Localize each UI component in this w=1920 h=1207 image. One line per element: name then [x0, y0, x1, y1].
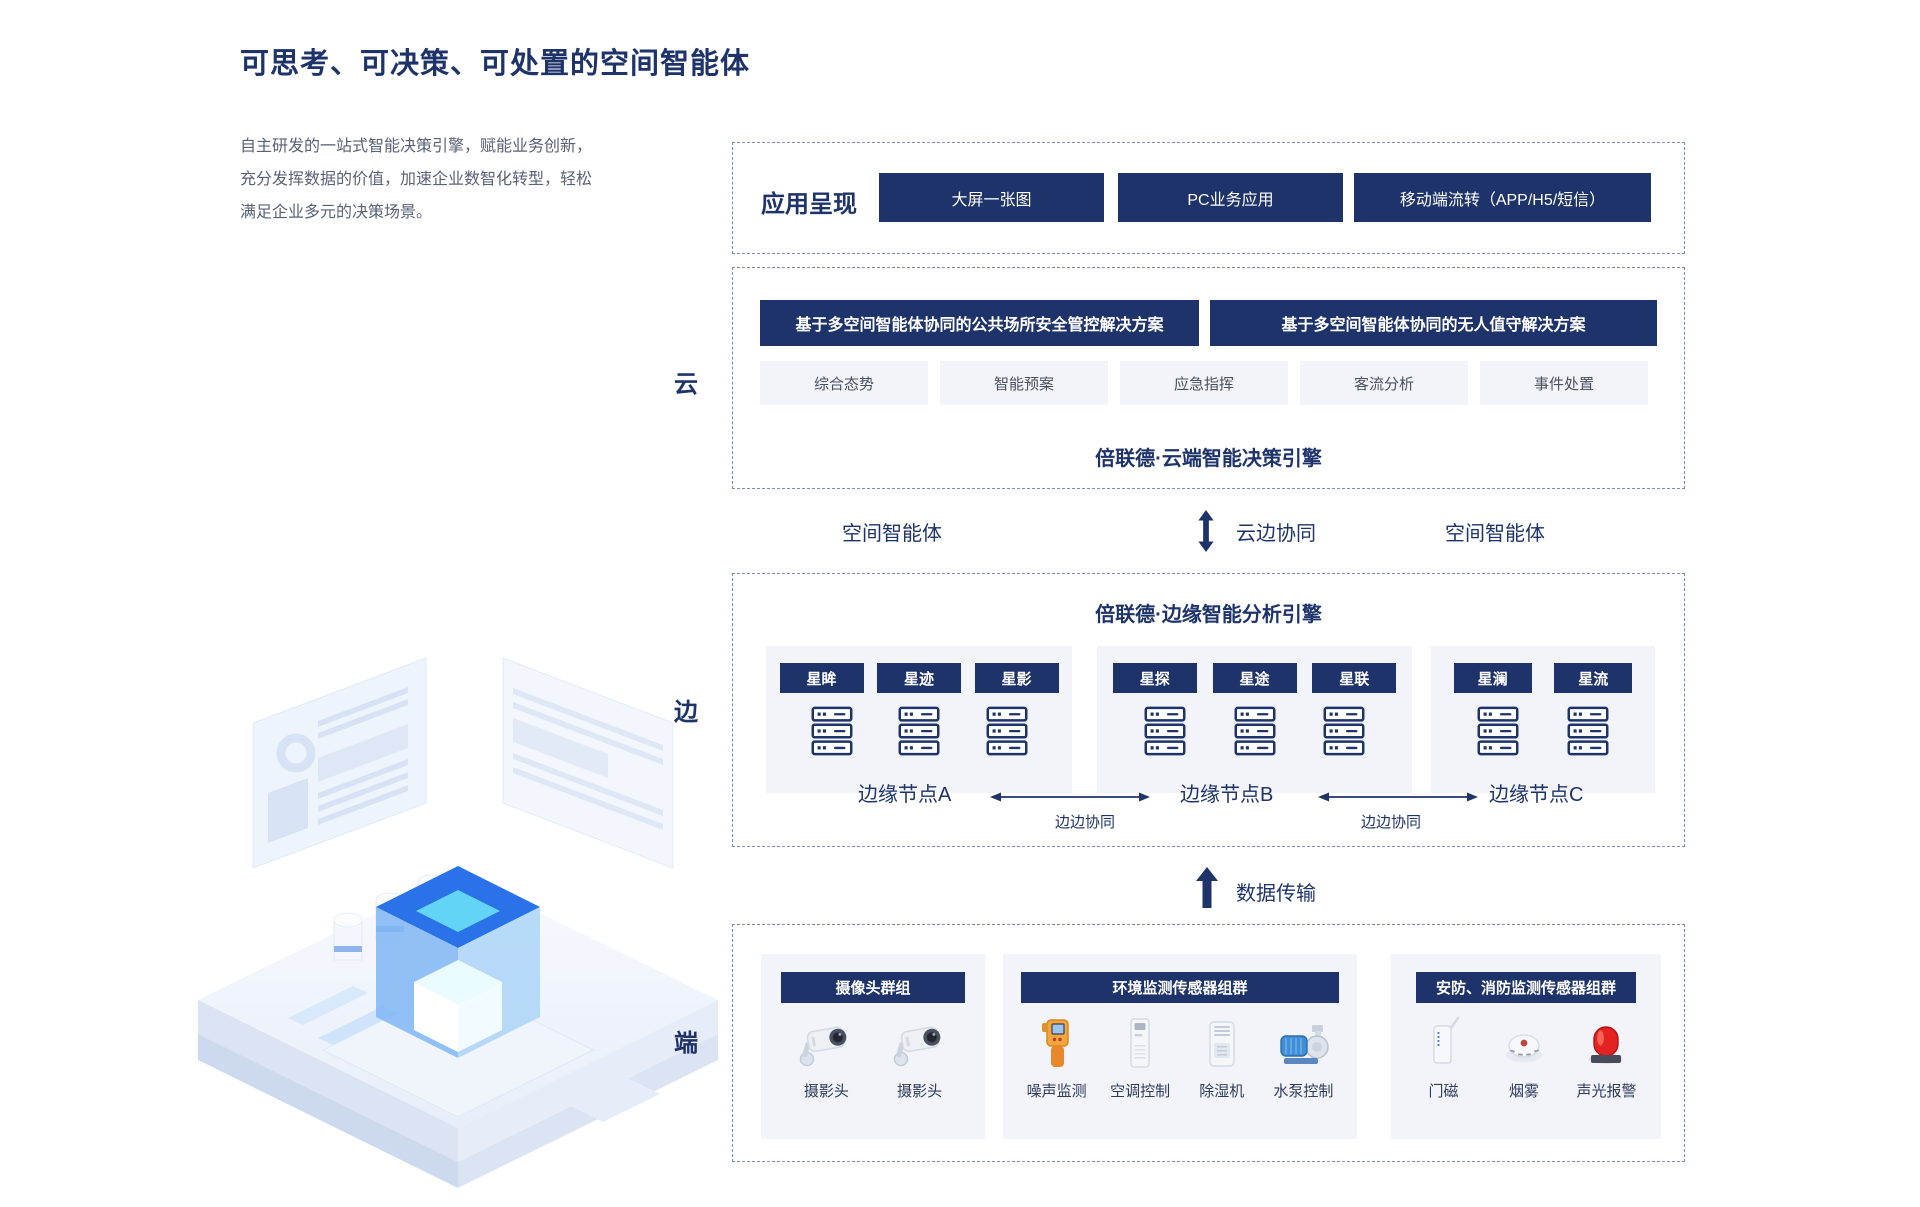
edge-layer-box: 倍联德·边缘智能分析引擎 星眸 星迹 星影 星探 星途 星联 [732, 573, 1685, 847]
camera-group-title: 摄像头群组 [781, 972, 965, 1003]
device-label: 除湿机 [1199, 1083, 1245, 1100]
cctv-camera-icon [892, 1015, 948, 1071]
cloud-engine-title: 倍联德·云端智能决策引擎 [1095, 448, 1322, 470]
feature-emergency-command: 应急指挥 [1120, 361, 1288, 405]
cctv-camera-icon [798, 1015, 854, 1071]
edge-sync-arrow-icon [1318, 791, 1478, 803]
edge-group-b: 星探 星途 星联 [1097, 646, 1412, 793]
edge-node-c-label: 边缘节点C [1489, 784, 1584, 806]
cloud-edge-sync-label: 云边协同 [1236, 523, 1316, 545]
module-chip: 星联 [1312, 663, 1397, 693]
device-label: 摄影头 [897, 1083, 943, 1100]
solution-public-safety: 基于多空间智能体协同的公共场所安全管控解决方案 [760, 300, 1199, 346]
cloud-layer-box: 基于多空间智能体协同的公共场所安全管控解决方案 基于多空间智能体协同的无人值守解… [732, 267, 1685, 489]
server-stack-icon [897, 706, 941, 756]
device-item: 声光报警 [1576, 1015, 1636, 1101]
environment-sensor-card: 环境监测传感器组群 噪声监测 空调控制 除湿机 水泵控制 [1003, 954, 1357, 1139]
desc-line: 满足企业多元的决策场景。 [240, 204, 433, 221]
edge-sync-arrow-icon [990, 791, 1150, 803]
device-item: 门磁 [1415, 1015, 1471, 1101]
server-stack-icon [810, 706, 854, 756]
edge-engine-title: 倍联德·边缘智能分析引擎 [1095, 604, 1322, 626]
app-button-mobile: 移动端流转（APP/H5/短信） [1354, 173, 1651, 222]
cloud-edge-sync-arrow-icon [1196, 510, 1216, 552]
page-description: 自主研发的一站式智能决策引擎，赋能业务创新， 充分发挥数据的价值，加速企业数智化… [240, 130, 660, 229]
device-item: 摄影头 [798, 1015, 854, 1101]
module-chip: 星流 [1554, 663, 1633, 693]
device-item: 空调控制 [1110, 1015, 1170, 1101]
edge-node-a-label: 边缘节点A [858, 784, 952, 806]
device-label: 噪声监测 [1026, 1083, 1087, 1100]
device-item: 除湿机 [1194, 1015, 1250, 1101]
device-layer-label: 端 [674, 1030, 698, 1057]
edge-group-a: 星眸 星迹 星影 [766, 646, 1072, 793]
server-stack-icon [1322, 706, 1366, 756]
desc-line: 充分发挥数据的价值，加速企业数智化转型，轻松 [240, 171, 593, 188]
feature-smart-plan: 智能预案 [940, 361, 1108, 405]
edge-layer-label: 边 [674, 699, 698, 726]
cloud-layer-label: 云 [674, 371, 698, 398]
camera-group-card: 摄像头群组 摄影头 摄影头 [761, 954, 985, 1139]
spatial-agent-label-left: 空间智能体 [842, 523, 942, 545]
security-fire-sensor-card: 安防、消防监测传感器组群 门磁 烟雾 声光报警 [1391, 954, 1661, 1139]
security-fire-sensor-title: 安防、消防监测传感器组群 [1416, 972, 1636, 1003]
server-stack-icon [1566, 706, 1610, 756]
spatial-agent-label-right: 空间智能体 [1445, 523, 1545, 545]
device-label: 摄影头 [803, 1083, 849, 1100]
device-label: 空调控制 [1110, 1083, 1171, 1100]
edge-group-c: 星澜 星流 [1431, 646, 1655, 793]
app-presentation-box: 应用呈现 大屏一张图 PC业务应用 移动端流转（APP/H5/短信） [732, 142, 1685, 254]
server-stack-icon [1233, 706, 1277, 756]
environment-sensor-title: 环境监测传感器组群 [1021, 972, 1339, 1003]
app-presentation-label: 应用呈现 [761, 191, 857, 218]
device-label: 门磁 [1428, 1083, 1459, 1100]
device-label: 烟雾 [1508, 1083, 1539, 1100]
device-item: 烟雾 [1496, 1015, 1552, 1101]
edge-edge-sync-label: 边边协同 [1361, 814, 1422, 831]
module-chip: 星澜 [1453, 663, 1532, 693]
door-magnet-icon [1415, 1015, 1471, 1071]
isometric-illustration [168, 628, 748, 1188]
edge-edge-sync-label: 边边协同 [1055, 814, 1116, 831]
device-item: 噪声监测 [1027, 1015, 1087, 1101]
edge-node-b-label: 边缘节点B [1180, 784, 1274, 806]
alarm-light-icon [1578, 1015, 1634, 1071]
feature-situation: 综合态势 [760, 361, 928, 405]
smoke-detector-icon [1496, 1015, 1552, 1071]
app-button-pc: PC业务应用 [1118, 173, 1343, 222]
water-pump-icon [1275, 1015, 1331, 1071]
server-stack-icon [1143, 706, 1187, 756]
dehumidifier-icon [1194, 1015, 1250, 1071]
desc-line: 自主研发的一站式智能决策引擎，赋能业务创新， [240, 138, 593, 155]
server-stack-icon [985, 706, 1029, 756]
data-transfer-label: 数据传输 [1236, 883, 1316, 905]
module-chip: 星影 [974, 663, 1059, 693]
feature-passenger-flow: 客流分析 [1300, 361, 1468, 405]
page-title: 可思考、可决策、可处置的空间智能体 [240, 48, 751, 80]
device-label: 水泵控制 [1273, 1083, 1334, 1100]
server-stack-icon [1476, 706, 1520, 756]
device-item: 摄影头 [892, 1015, 948, 1101]
device-label: 声光报警 [1576, 1083, 1637, 1100]
module-chip: 星探 [1112, 663, 1197, 693]
data-transfer-arrow-icon [1196, 867, 1218, 908]
device-layer-box: 摄像头群组 摄影头 摄影头 环境监测传感器组群 噪声监测 [732, 924, 1685, 1162]
solution-unattended: 基于多空间智能体协同的无人值守解决方案 [1210, 300, 1657, 346]
device-item: 水泵控制 [1273, 1015, 1333, 1101]
module-chip: 星眸 [779, 663, 864, 693]
module-chip: 星途 [1212, 663, 1297, 693]
module-chip: 星迹 [877, 663, 961, 693]
app-button-big-screen: 大屏一张图 [879, 173, 1104, 222]
feature-event-handling: 事件处置 [1480, 361, 1648, 405]
noise-meter-icon [1029, 1015, 1085, 1071]
air-conditioner-icon [1112, 1015, 1168, 1071]
